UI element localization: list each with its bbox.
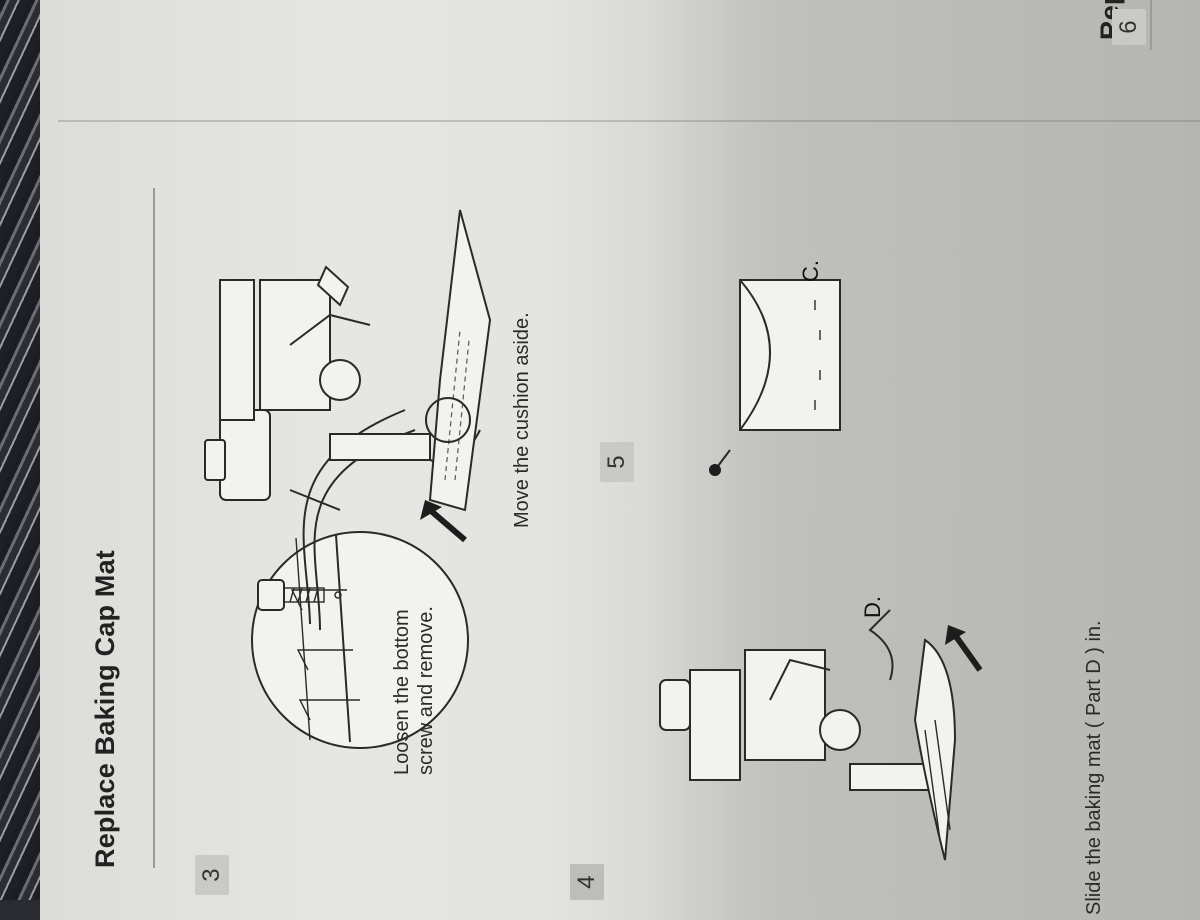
step-number-5: 5 [600, 442, 634, 482]
rotated-manual-content: Replace Baking Cap Mat 3 Loosen the bott… [90, 0, 1152, 900]
baking-mat-part-c-illustration [709, 279, 841, 476]
step-3-caption-line-2: screw and remove. [415, 606, 437, 775]
page-fold-line [58, 120, 1200, 122]
step-3-caption-line-1: Loosen the bottom [391, 609, 413, 775]
step-3-caption: Loosen the bottom screw and remove. [390, 606, 438, 775]
section-title: Replace Baking Cap Mat [90, 550, 120, 868]
heat-press-illustration-step-3 [204, 209, 492, 512]
step-4-caption: Slide the baking mat ( Part D ) in. [1083, 620, 1105, 915]
heat-press-illustration-step-4 [659, 609, 957, 861]
step-number-4: 4 [570, 864, 604, 900]
title-rule [153, 188, 155, 868]
screw-detail-illustration [251, 531, 469, 749]
slide-arrow-step-4 [945, 625, 983, 672]
step-number-6: 6 [1112, 9, 1146, 45]
step-number-3: 3 [195, 855, 229, 895]
part-label-c: C. [798, 260, 823, 282]
step-3-caption-2: Move the cushion aside. [511, 312, 533, 528]
slide-arrow-step-3 [420, 500, 467, 543]
next-title-rule [1150, 0, 1152, 50]
part-label-d: D. [860, 596, 885, 618]
